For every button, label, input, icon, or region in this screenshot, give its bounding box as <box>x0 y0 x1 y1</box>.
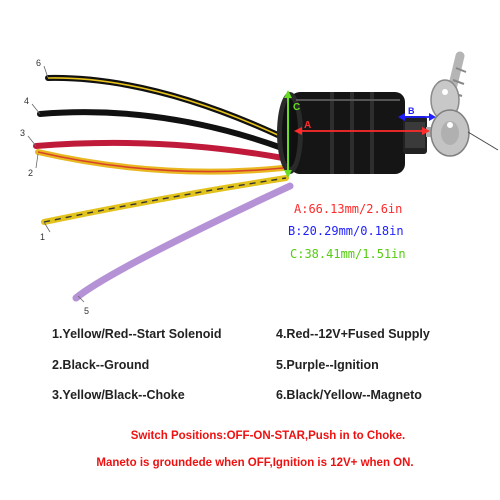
dimension-c-letter: C <box>293 102 300 113</box>
wire-number-6: 6 <box>36 58 41 68</box>
wire-number-labels: 6 4 3 2 1 5 <box>20 58 89 316</box>
dimension-b-value: B:20.29mm/0.18in <box>288 224 404 238</box>
switch-positions-note: Switch Positions:OFF-ON-STAR,Push in to … <box>130 430 406 442</box>
legend-item-5: 5.Purple--Ignition <box>276 358 379 372</box>
legend-item-1: 1.Yellow/Red--Start Solenoid <box>52 327 222 341</box>
wire-6 <box>45 74 283 139</box>
dimension-a-value: A:66.13mm/2.6in <box>294 202 403 216</box>
dimension-a-letter: A <box>304 120 311 131</box>
wire-4 <box>37 109 285 151</box>
wire-3 <box>33 139 286 161</box>
key-in-lock <box>426 109 499 157</box>
dimension-c-marker: C <box>284 90 300 178</box>
legend-item-4: 4.Red--12V+Fused Supply <box>276 327 430 341</box>
dimension-a-marker: A <box>294 120 430 135</box>
wire-number-4: 4 <box>24 96 29 106</box>
wire-number-3: 3 <box>20 128 25 138</box>
dimension-b-letter: B <box>408 106 415 116</box>
dimension-c-value: C:38.41mm/1.51in <box>290 247 406 261</box>
magneto-ignition-note: Maneto is groundede when OFF,Ignition is… <box>96 457 414 469</box>
wire-2 <box>35 149 286 175</box>
wire-5 <box>72 182 294 302</box>
switch-nose <box>403 116 427 154</box>
wire-number-2: 2 <box>28 168 33 178</box>
switch-body <box>277 92 405 174</box>
legend-item-2: 2.Black--Ground <box>52 358 150 372</box>
wire-number-5: 5 <box>84 306 89 316</box>
dimension-b-marker: B <box>398 106 436 121</box>
wire-1 <box>41 175 289 225</box>
legend-item-3: 3.Yellow/Black--Choke <box>52 388 185 402</box>
wire-number-1: 1 <box>40 232 45 242</box>
legend-item-6: 6.Black/Yellow--Magneto <box>276 388 422 402</box>
